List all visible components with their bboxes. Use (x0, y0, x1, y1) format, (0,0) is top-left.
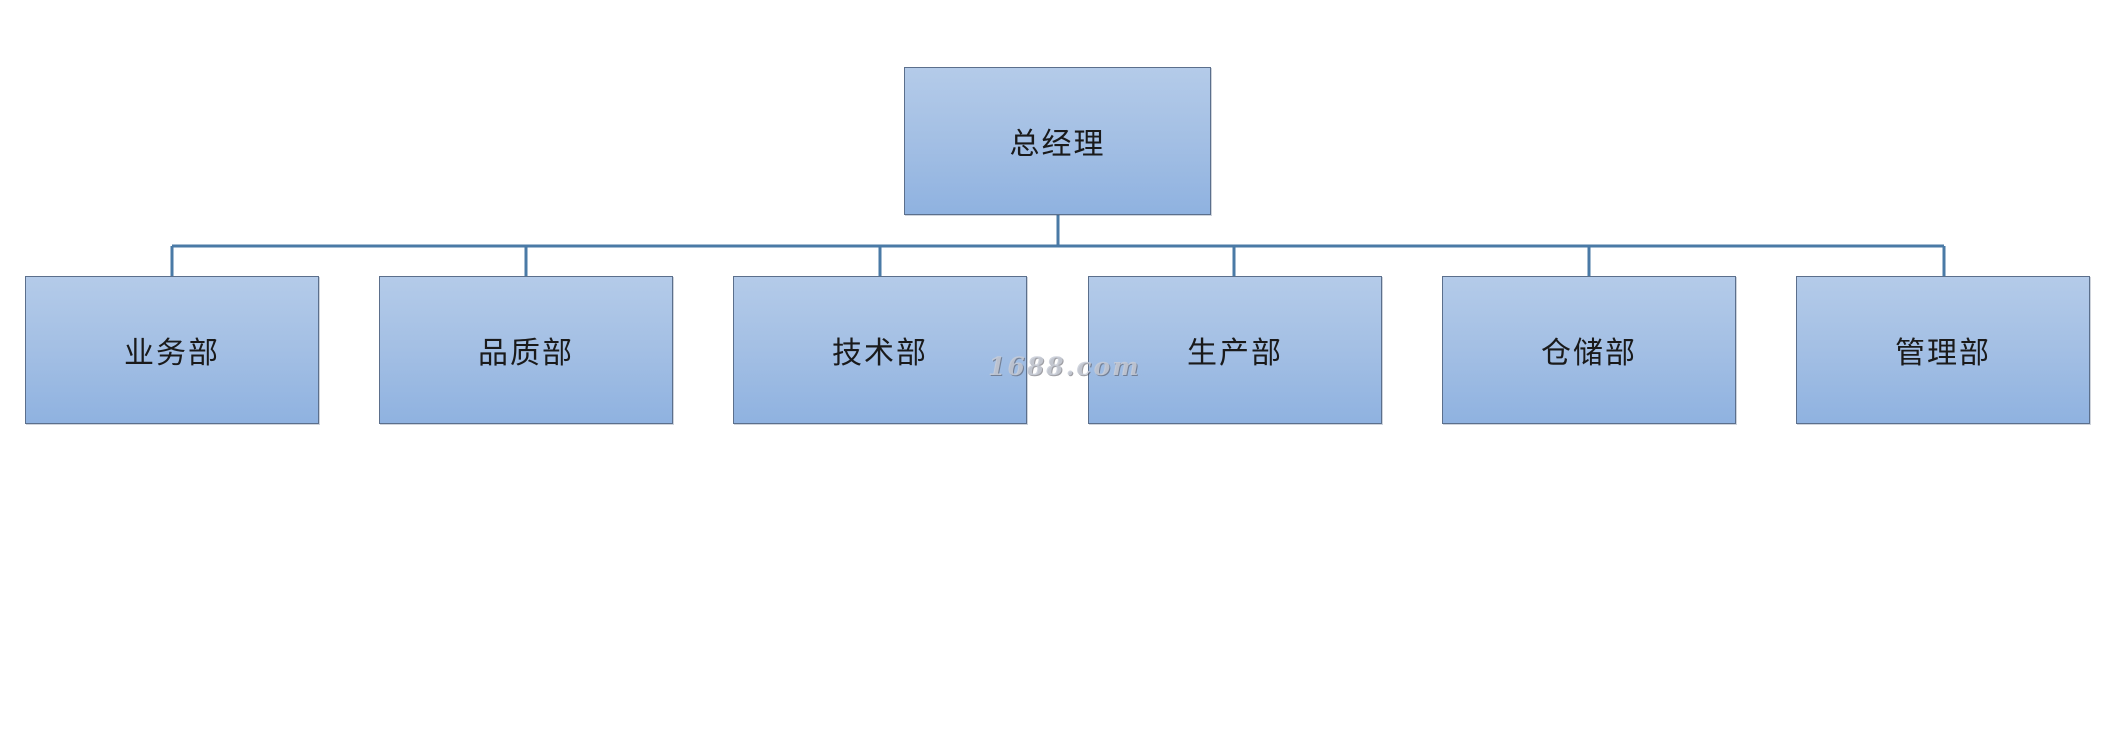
node-warehouse-dept[interactable]: 仓储部 (1442, 276, 1736, 424)
node-label: 业务部 (124, 336, 220, 371)
node-general-manager[interactable]: 总经理 (904, 67, 1211, 215)
node-production-dept[interactable]: 生产部 (1088, 276, 1382, 424)
node-label: 管理部 (1895, 336, 1991, 371)
node-label: 品质部 (478, 336, 574, 371)
node-business-dept[interactable]: 业务部 (25, 276, 319, 424)
node-technology-dept[interactable]: 技术部 (733, 276, 1027, 424)
node-label: 生产部 (1187, 336, 1283, 371)
node-quality-dept[interactable]: 品质部 (379, 276, 673, 424)
node-management-dept[interactable]: 管理部 (1796, 276, 2090, 424)
watermark-text: 1688.com (988, 352, 1141, 381)
node-label: 总经理 (1009, 127, 1106, 162)
node-label: 技术部 (832, 336, 928, 371)
node-label: 仓储部 (1541, 336, 1637, 371)
